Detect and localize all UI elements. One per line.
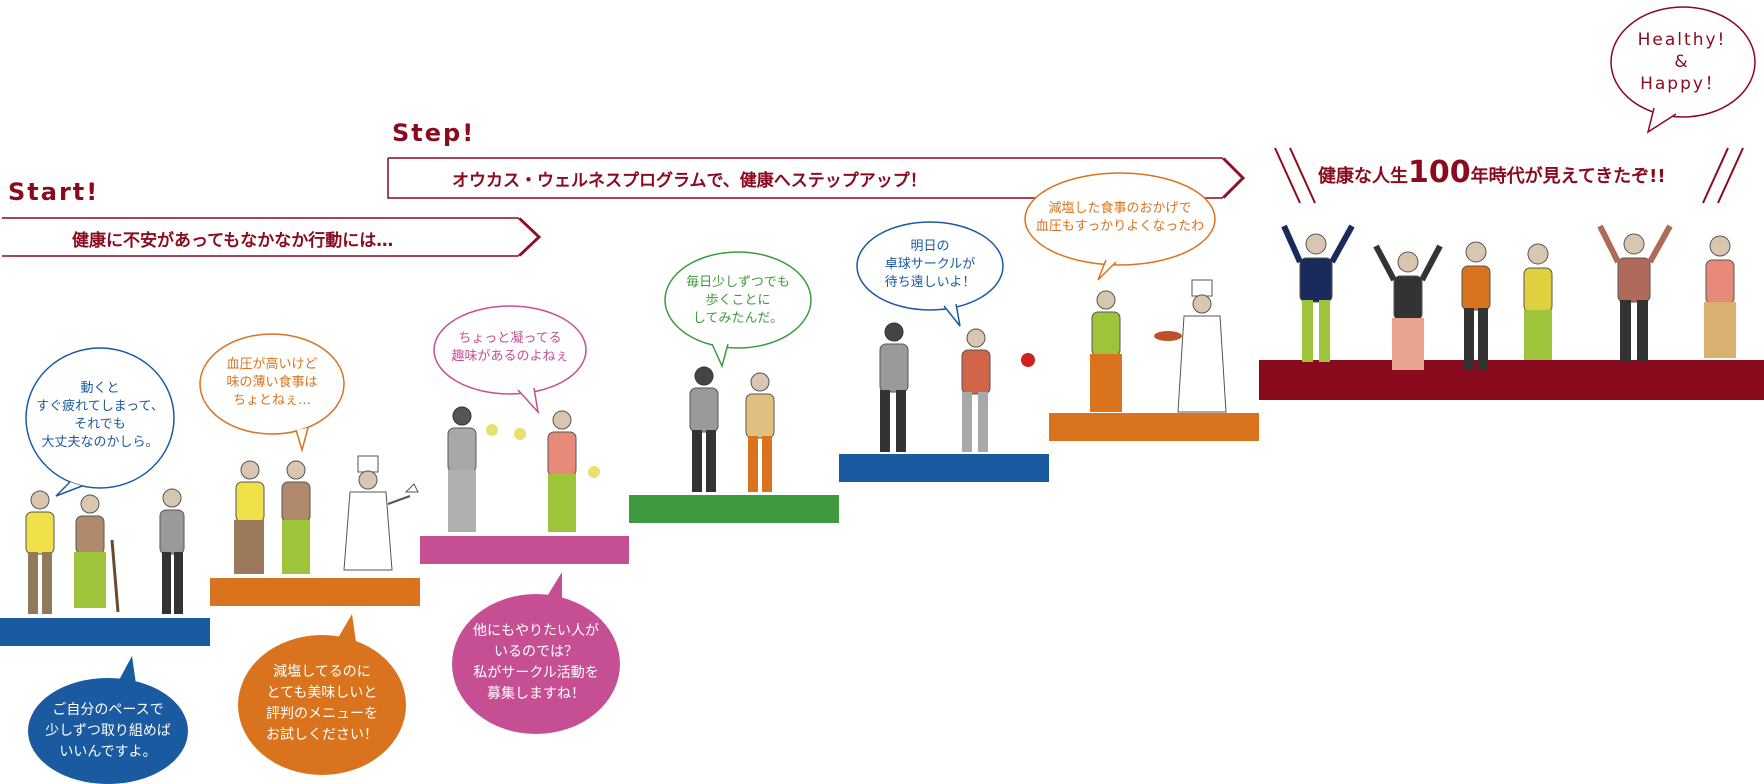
walking-man-figure xyxy=(689,366,719,492)
thought-bubble-5 xyxy=(856,221,1004,327)
healthy-woman-figure xyxy=(1090,290,1122,412)
support-bubble-text-1: ご自分のペースで 少しずつ取り組めば いいんですよ。 xyxy=(45,702,171,760)
support-bubble-3 xyxy=(452,572,620,734)
woman-pink-jacket-figure xyxy=(514,410,600,532)
step-platform-5 xyxy=(839,454,1049,482)
support-bubble-1 xyxy=(28,656,188,784)
thought-bubble-text-4: 毎日少しずつでも 歩くことに してみたんだ。 xyxy=(686,275,790,326)
chef-figure xyxy=(343,455,419,571)
goal-slash-left xyxy=(1274,147,1301,204)
step-platform-1 xyxy=(0,618,210,646)
step-platform-2 xyxy=(210,578,420,606)
elderly-man-tired-figure xyxy=(25,490,55,614)
handshake-couple-figure xyxy=(1461,241,1553,370)
goal-platform xyxy=(1259,360,1764,400)
step-heading: Step! xyxy=(392,119,476,147)
chef-serving-figure xyxy=(1154,279,1227,413)
thought-bubble-text-6: 減塩した食事のおかげで 血圧もすっかりよくなったわ xyxy=(1035,201,1205,234)
elderly-woman-with-cane-figure xyxy=(74,494,120,613)
thought-bubble-text-5: 明日の 卓球サークルが 待ち遠しいよ！ xyxy=(884,239,976,290)
thought-bubble-2 xyxy=(199,333,345,453)
step-platform-3 xyxy=(420,536,629,564)
thought-bubble-text-1: 動くと すぐ疲れてしまって、 それでも 大丈夫なのかしら。 xyxy=(36,381,164,450)
support-bubble-text-2: 減塩してるのに とても美味しいと 評判のメニューを お試しください！ xyxy=(266,664,378,743)
man-waving-figure xyxy=(879,322,909,452)
step-banner-arrow xyxy=(387,157,1244,199)
thought-bubble-4 xyxy=(664,251,812,369)
cheering-woman-pink-figure xyxy=(1373,244,1443,370)
goal-number: 100 xyxy=(1408,155,1471,190)
elderly-woman-brown-figure xyxy=(281,460,311,574)
support-bubble-2 xyxy=(238,614,406,775)
thought-bubble-3 xyxy=(433,305,587,415)
goal-headline: 健康な人生100年時代が見えてきたぞ!! xyxy=(1318,155,1666,190)
cheering-man-navy-figure xyxy=(1281,224,1355,362)
step-platform-6 xyxy=(1049,413,1259,441)
staff-man-figure xyxy=(159,488,185,614)
goal-post-text: 年時代が見えてきたぞ!! xyxy=(1470,166,1666,187)
step-platform-4 xyxy=(629,495,839,523)
thought-bubble-text-2: 血圧が高いけど 味の薄い食事は ちょとねぇ… xyxy=(226,357,318,408)
start-banner-arrow xyxy=(2,217,540,257)
elderly-woman-yellow-figure xyxy=(234,460,265,574)
thought-bubble-1 xyxy=(25,347,175,497)
woman-with-flowers-figure xyxy=(447,406,498,532)
step-banner-text: オウカス・ウェルネスプログラムで、健康へステップアップ！ xyxy=(452,171,927,191)
happy-woman-figure xyxy=(1704,235,1736,358)
thought-bubble-6 xyxy=(1024,172,1216,281)
goal-slash-right xyxy=(1702,147,1729,204)
support-bubble-text-3: 他にもやりたい人が いるのでは？ 私がサークル活動を 募集しますね！ xyxy=(473,623,599,702)
happy-bubble-outline xyxy=(1610,6,1756,118)
walking-woman-figure xyxy=(745,372,775,492)
cheering-man-brown-figure xyxy=(1597,224,1673,362)
thought-bubble-text-3: ちょっと凝ってる 趣味があるのよねぇ xyxy=(451,331,569,364)
start-banner-text: 健康に不安があってもなかなか行動には… xyxy=(72,231,394,251)
goal-pre-text: 健康な人生 xyxy=(1318,166,1408,187)
start-heading: Start! xyxy=(8,178,100,206)
table-tennis-man-figure xyxy=(961,328,1035,452)
happy-bubble-text: Healthy! & Happy！ xyxy=(1637,30,1727,94)
